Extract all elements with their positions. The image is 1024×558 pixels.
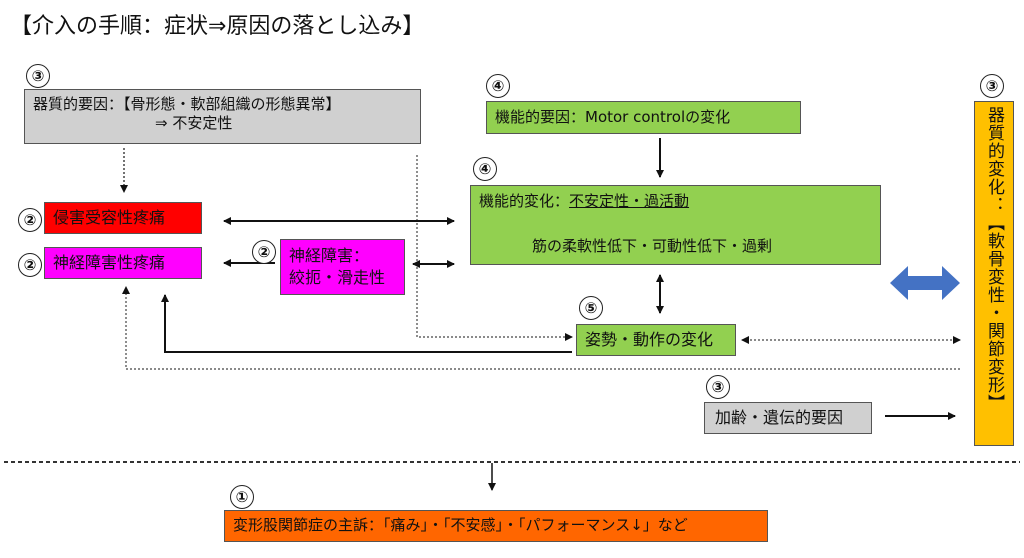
structural-factor-line2: ⇒ 不安定性 — [155, 114, 233, 132]
structural-change-box[interactable]: 器質的変化：【軟骨変性・関節変形】 — [974, 101, 1014, 446]
structural-change-text: 器質的変化：【軟骨変性・関節変形】 — [984, 106, 1004, 412]
functional-change-line2: 筋の柔軟性低下・可動性低下・過剰 — [532, 237, 773, 255]
step-number-badge: ④ — [473, 157, 497, 181]
functional-change-label: 機能的変化： — [479, 192, 570, 210]
functional-change-box[interactable]: 機能的変化：不安定性・過活動 筋の柔軟性低下・可動性低下・過剰 — [470, 185, 881, 265]
step-number-badge: ③ — [706, 375, 730, 399]
posture-change-box[interactable]: 姿勢・動作の変化 — [576, 324, 736, 356]
structural-factor-box[interactable]: 器質的要因：【骨形態・軟部組織の形態異常】 ⇒ 不安定性 — [24, 89, 421, 144]
aging-genetic-box[interactable]: 加齢・遺伝的要因 — [704, 402, 872, 434]
step-number-badge: ④ — [486, 74, 510, 98]
step-number-badge: ① — [230, 485, 254, 509]
functional-change-underlined: 不安定性・過活動 — [569, 192, 690, 210]
neuropathic-pain-box[interactable]: 神経障害性疼痛 — [44, 247, 202, 279]
double-arrow-icon — [890, 266, 960, 300]
step-number-badge: ② — [252, 240, 276, 264]
nerve-disorder-line2: 絞扼・滑走性 — [289, 268, 386, 287]
step-number-badge: ⑤ — [579, 296, 603, 320]
nerve-disorder-line1: 神経障害： — [289, 246, 370, 265]
chief-complaint-box[interactable]: 変形股関節症の主訴：「痛み」・「不安感」・「パフォーマンス↓」など — [224, 510, 768, 542]
step-number-badge: ③ — [980, 74, 1004, 98]
nerve-disorder-box[interactable]: 神経障害： 絞扼・滑走性 — [280, 239, 405, 295]
step-number-badge: ② — [18, 253, 42, 277]
step-number-badge: ② — [18, 208, 42, 232]
structural-factor-line1: 器質的要因：【骨形態・軟部組織の形態異常】 — [33, 95, 341, 113]
step-number-badge: ③ — [26, 64, 50, 88]
arrow-dotted-to-neuropathic — [122, 286, 960, 370]
arrow-posture-to-neuropathic — [161, 294, 572, 353]
arrow-structural-to-posture — [416, 155, 573, 341]
nociceptive-pain-box[interactable]: 侵害受容性疼痛 — [44, 202, 202, 234]
page-title: 【介入の手順：症状⇒原因の落とし込み】 — [10, 14, 425, 39]
functional-factor-box[interactable]: 機能的要因：Motor controlの変化 — [486, 101, 801, 134]
